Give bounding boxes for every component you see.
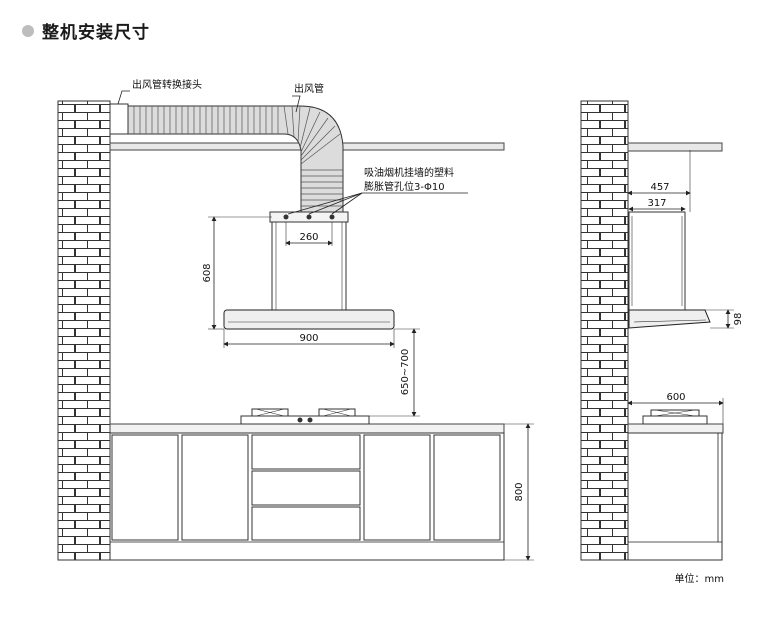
mount-hole-right — [329, 214, 335, 220]
side-brick-wall — [580, 100, 629, 561]
dim-install-height: 650~700 — [400, 349, 411, 396]
section-title: 整机安装尺寸 — [42, 23, 150, 43]
flexible-duct — [127, 105, 344, 216]
hood-column — [271, 221, 347, 311]
front-brick-wall — [57, 100, 111, 561]
unit-note: 单位：mm — [675, 572, 724, 585]
mount-hole-mid — [306, 214, 312, 220]
label-duct: 出风管 — [294, 82, 324, 95]
dim-side-panel-thickness: 98 — [733, 313, 744, 326]
side-cooktop — [642, 409, 708, 425]
side-view: 457 317 98 600 — [580, 100, 744, 561]
dim-counter-depth: 600 — [666, 392, 685, 403]
front-cooktop — [240, 408, 370, 425]
dim-hood-width: 900 — [299, 333, 318, 344]
side-countertop — [627, 423, 724, 434]
mount-hole-left — [283, 214, 289, 220]
label-mount-note-2: 膨胀管孔位3-Φ10 — [364, 180, 445, 193]
front-lower-cabinets — [109, 432, 505, 561]
front-view: 出风管转换接头 出风管 吸油烟机挂墙的塑料 膨胀管孔位3-Φ10 260 608… — [57, 78, 534, 561]
bullet-dot-icon — [22, 24, 34, 37]
dim-counter-height: 800 — [514, 482, 525, 501]
duct-connector — [109, 103, 129, 135]
dim-side-depth-total: 457 — [650, 182, 669, 193]
dim-hole-spacing: 260 — [299, 232, 318, 243]
front-countertop — [109, 423, 505, 434]
side-hood-body — [628, 309, 711, 329]
dim-side-depth-body: 317 — [647, 198, 666, 209]
side-lower-cabinet — [627, 432, 723, 561]
dim-hood-height: 608 — [202, 263, 213, 282]
side-upper-board — [627, 142, 723, 152]
hood-body — [223, 309, 395, 330]
side-hood-column — [628, 211, 686, 311]
section-header: 整机安装尺寸 — [22, 18, 150, 43]
label-duct-connector: 出风管转换接头 — [132, 78, 202, 91]
label-mount-note-1: 吸油烟机挂墙的塑料 — [364, 166, 454, 179]
